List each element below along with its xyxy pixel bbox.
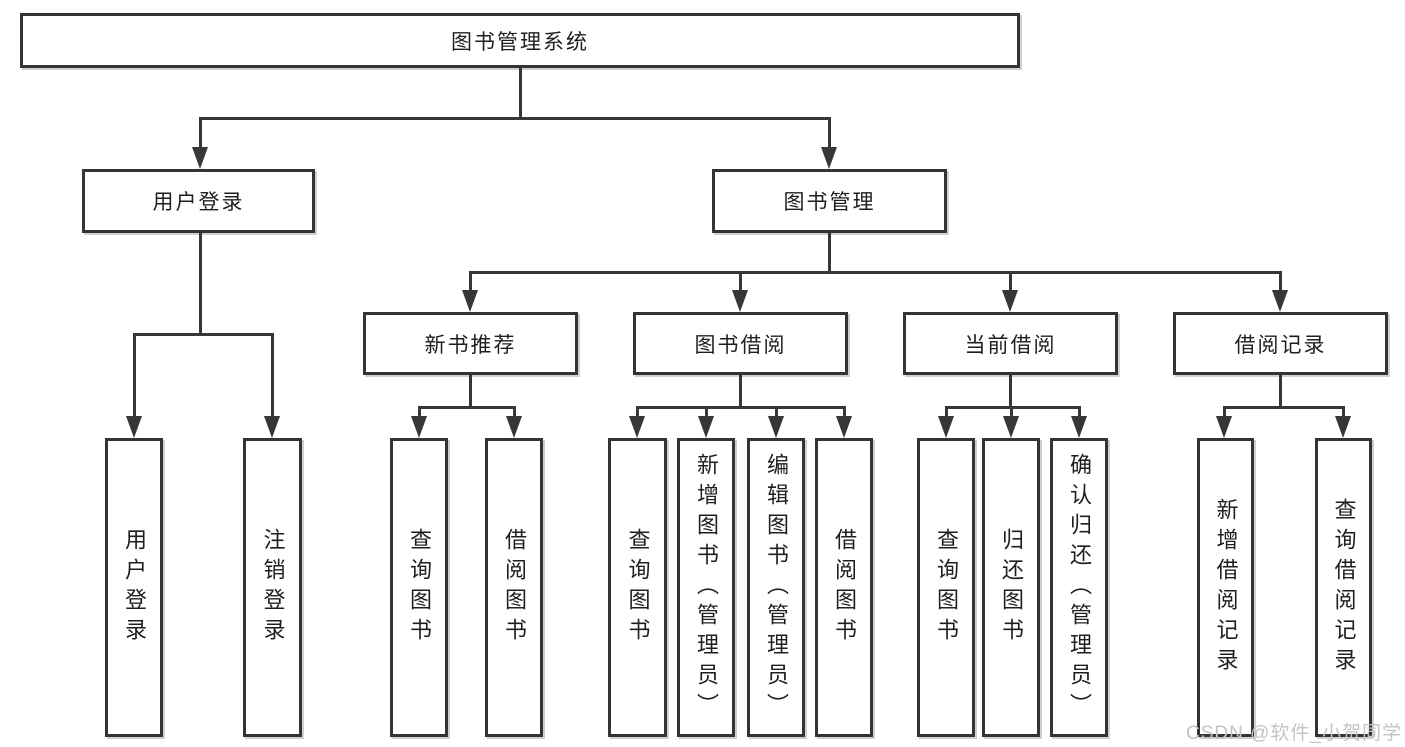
arrowhead-down-icon xyxy=(264,416,280,438)
connector-line xyxy=(418,406,421,422)
leaf-user-login: 用户登录 xyxy=(105,438,163,737)
connector-line xyxy=(469,375,472,409)
leaf-borrow-books-borrowing: 借阅图书 xyxy=(815,438,873,737)
arrowhead-down-icon xyxy=(732,290,748,312)
node-user-login: 用户登录 xyxy=(82,169,315,233)
connector-line xyxy=(945,406,948,422)
connector-line xyxy=(133,333,136,421)
leaf-add-borrow-record: 新增借阅记录 xyxy=(1197,438,1254,737)
connector-line xyxy=(843,406,846,422)
leaf-query-books-borrowing: 查询图书 xyxy=(608,438,667,737)
connector-line xyxy=(705,406,708,422)
connector-line xyxy=(133,333,274,336)
leaf-confirm-return-admin: 确认归还（管理员） xyxy=(1050,438,1108,737)
connector-line xyxy=(199,117,830,120)
connector-line xyxy=(1223,406,1344,409)
connector-line xyxy=(636,406,845,409)
arrowhead-down-icon xyxy=(506,416,522,438)
arrowhead-down-icon xyxy=(126,416,142,438)
connector-line xyxy=(469,271,1282,274)
connector-line xyxy=(1279,271,1282,293)
connector-line xyxy=(199,233,202,336)
node-book-management: 图书管理 xyxy=(712,169,947,233)
leaf-add-books-admin: 新增图书（管理员） xyxy=(677,438,735,737)
node-borrow-records: 借阅记录 xyxy=(1173,312,1388,375)
arrowhead-down-icon xyxy=(1272,290,1288,312)
connector-line xyxy=(1342,406,1345,422)
connector-line xyxy=(1010,406,1013,422)
node-current-borrowing: 当前借阅 xyxy=(903,312,1118,375)
leaf-return-books: 归还图书 xyxy=(982,438,1040,737)
leaf-borrow-books-recommend: 借阅图书 xyxy=(485,438,543,737)
csdn-watermark: CSDN @软件_小贺同学 xyxy=(1186,723,1402,744)
leaf-edit-books-admin: 编辑图书（管理员） xyxy=(747,438,805,737)
leaf-query-borrow-record: 查询借阅记录 xyxy=(1315,438,1372,737)
connector-line xyxy=(636,406,639,422)
arrowhead-down-icon xyxy=(411,416,427,438)
connector-line xyxy=(513,406,516,422)
connector-line xyxy=(1078,406,1081,422)
node-new-book-recommendation: 新书推荐 xyxy=(363,312,578,375)
connector-line xyxy=(519,68,522,119)
connector-line xyxy=(271,333,274,421)
arrowhead-down-icon xyxy=(1003,416,1019,438)
arrowhead-down-icon xyxy=(836,416,852,438)
arrowhead-down-icon xyxy=(629,416,645,438)
node-book-borrowing: 图书借阅 xyxy=(633,312,848,375)
node-library-management-system: 图书管理系统 xyxy=(20,13,1020,68)
connector-line xyxy=(1279,375,1282,409)
connector-line xyxy=(418,406,515,409)
arrowhead-down-icon xyxy=(462,290,478,312)
connector-line xyxy=(828,233,831,274)
connector-line xyxy=(199,117,202,150)
arrowhead-down-icon xyxy=(1071,416,1087,438)
leaf-query-books-recommend: 查询图书 xyxy=(390,438,448,737)
arrowhead-down-icon xyxy=(768,416,784,438)
arrowhead-down-icon xyxy=(1002,290,1018,312)
connector-line xyxy=(739,271,742,293)
arrowhead-down-icon xyxy=(1216,416,1232,438)
connector-line xyxy=(1009,271,1012,293)
arrowhead-down-icon xyxy=(1335,416,1351,438)
connector-line xyxy=(1009,375,1012,409)
connector-line xyxy=(828,117,831,150)
arrowhead-down-icon xyxy=(938,416,954,438)
connector-line xyxy=(1223,406,1226,422)
leaf-logout: 注销登录 xyxy=(243,438,302,737)
arrowhead-down-icon xyxy=(821,147,837,169)
leaf-query-books-current: 查询图书 xyxy=(917,438,975,737)
arrowhead-down-icon xyxy=(192,147,208,169)
arrowhead-down-icon xyxy=(698,416,714,438)
connector-line xyxy=(739,375,742,409)
connector-line xyxy=(469,271,472,293)
connector-line xyxy=(775,406,778,422)
